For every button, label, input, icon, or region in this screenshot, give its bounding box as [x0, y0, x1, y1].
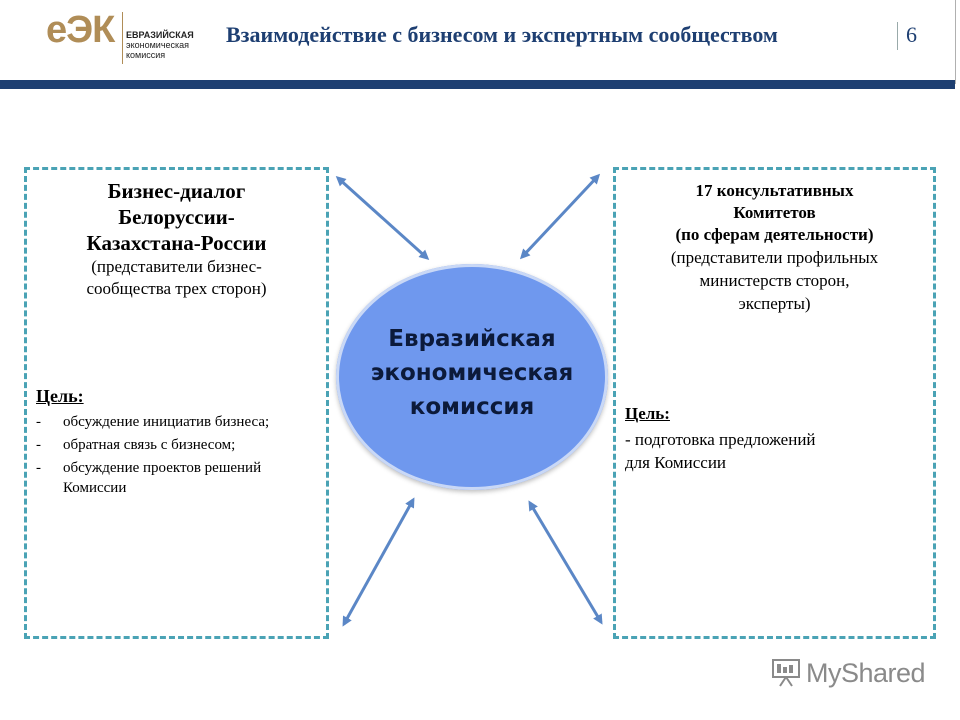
logo-divider [122, 12, 123, 64]
committees-title: 17 консультативных Комитетов (по сферам … [616, 180, 933, 246]
goal-label: Цель: [625, 404, 670, 423]
page-number: 6 [906, 22, 917, 47]
logo-text: ЕВРАЗИЙСКАЯ экономическая комиссия [126, 30, 194, 60]
goal-text: - подготовка предложений для Комиссии [625, 428, 925, 474]
watermark-text: MyShared [806, 658, 926, 688]
title-line: Казахстана-России [86, 231, 267, 255]
list-item: -обсуждение проектов решений Комиссии [36, 460, 262, 496]
title-line: Бизнес-диалог [107, 179, 246, 203]
logo-line-3: комиссия [126, 50, 166, 60]
title-separator [897, 22, 898, 50]
header-frame [0, 0, 956, 84]
subtitle-line: (представители бизнес- [91, 257, 262, 276]
business-dialog-subtitle: (представители бизнес- сообщества трех с… [27, 256, 326, 300]
arrow-top-left [335, 175, 430, 261]
commission-label-line: комиссия [409, 394, 535, 420]
arrow-bottom-left [342, 497, 415, 627]
commission-label-line: Евразийская [388, 326, 556, 352]
goal-line: для Комиссии [625, 453, 727, 472]
myshared-watermark: MyShared [770, 654, 930, 694]
business-dialog-box: Бизнес-диалог Белоруссии- Казахстана-Рос… [24, 167, 329, 639]
list-item: -обсуждение инициатив бизнеса; [36, 414, 270, 430]
logo-line-2: экономическая [126, 40, 190, 50]
commission-label: Евразийская экономическая комиссия [336, 322, 608, 424]
commission-ellipse [336, 264, 608, 490]
committees-subtitle: (представители профильных министерств ст… [616, 246, 933, 315]
subtitle-line: министерств сторон, [699, 271, 850, 290]
logo-line-1: ЕВРАЗИЙСКАЯ [126, 30, 194, 40]
title-line: (по сферам деятельности) [675, 225, 874, 244]
eek-logo: еЭК ЕВРАЗИЙСКАЯ экономическая комиссия [46, 8, 216, 68]
subtitle-line: (представители профильных [670, 248, 879, 267]
arrow-bottom-right [528, 500, 603, 625]
goal-label: Цель: [36, 386, 84, 406]
list-item: -обратная связь с бизнесом; [36, 437, 236, 453]
title-line: 17 консультативных [695, 181, 854, 200]
subtitle-line: эксперты) [738, 294, 811, 313]
business-dialog-title: Бизнес-диалог Белоруссии- Казахстана-Рос… [27, 178, 326, 256]
slide-header: еЭК ЕВРАЗИЙСКАЯ экономическая комиссия В… [0, 0, 960, 90]
subtitle-line: сообщества трех сторон) [86, 279, 267, 298]
projector-screen-icon [772, 659, 800, 687]
arrow-top-right [519, 173, 601, 260]
title-line: Комитетов [733, 203, 816, 222]
goal-line: - подготовка предложений [625, 430, 816, 449]
slide-title: Взаимодействие с бизнесом и экспертным с… [226, 22, 778, 47]
goal-list: -обсуждение инициатив бизнеса; -обратная… [36, 412, 321, 501]
logo-mark: еЭК [46, 9, 115, 51]
advisory-committees-box: 17 консультативных Комитетов (по сферам … [613, 167, 936, 639]
commission-label-line: экономическая [370, 360, 574, 386]
header-bar [0, 80, 955, 89]
title-line: Белоруссии- [118, 205, 235, 229]
